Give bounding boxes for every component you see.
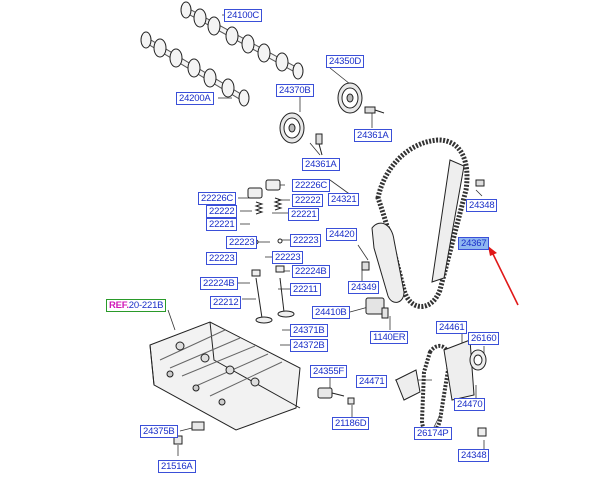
exhaust-camshaft xyxy=(180,1,304,80)
chain-guide xyxy=(431,159,465,283)
tensioner-body xyxy=(365,297,389,319)
part-label-22224b-right[interactable]: 22224B xyxy=(292,265,330,278)
part-label-24470[interactable]: 24470 xyxy=(454,398,486,411)
cam-sprocket-upper xyxy=(337,82,363,114)
part-label-24367-highlighted[interactable]: 24367 xyxy=(458,237,490,250)
part-label-24370b[interactable]: 24370B xyxy=(276,84,314,97)
part-label-22223-a[interactable]: 22223 xyxy=(226,236,258,249)
oil-pump-chain xyxy=(419,344,452,435)
part-label-22221-right[interactable]: 22221 xyxy=(288,208,320,221)
part-label-24410b[interactable]: 24410B xyxy=(312,306,350,319)
reference-label[interactable]: REF.20-221B xyxy=(106,299,167,312)
part-label-22223-b[interactable]: 22223 xyxy=(290,234,322,247)
chain-tensioner-arm xyxy=(371,222,405,303)
part-label-24375b[interactable]: 24375B xyxy=(140,425,178,438)
part-label-24471[interactable]: 24471 xyxy=(356,375,388,388)
part-label-24361a-upper[interactable]: 24361A xyxy=(354,129,392,142)
part-label-24200a[interactable]: 24200A xyxy=(176,92,214,105)
part-label-22226c-left[interactable]: 22226C xyxy=(198,192,237,205)
part-label-24349[interactable]: 24349 xyxy=(348,281,380,294)
part-label-24361a-lower[interactable]: 24361A xyxy=(302,158,340,171)
part-label-21186d[interactable]: 21186D xyxy=(332,417,370,430)
sprocket-bolts xyxy=(315,106,385,156)
cam-sprocket-lower xyxy=(279,112,305,144)
part-label-21516a[interactable]: 21516A xyxy=(158,460,196,473)
part-label-22223-d[interactable]: 22223 xyxy=(272,251,304,264)
cylinder-head xyxy=(149,321,301,431)
part-label-22221-left[interactable]: 22221 xyxy=(206,218,238,231)
part-label-22211[interactable]: 22211 xyxy=(290,283,321,296)
part-label-22224b-left[interactable]: 22224B xyxy=(200,277,238,290)
part-label-26174p[interactable]: 26174P xyxy=(414,427,452,440)
part-label-24348-lower[interactable]: 24348 xyxy=(458,449,490,462)
part-label-22222-left[interactable]: 22222 xyxy=(206,205,238,218)
part-label-24420[interactable]: 24420 xyxy=(326,228,358,241)
part-label-24355f[interactable]: 24355F xyxy=(310,365,348,378)
plug-bolt xyxy=(173,421,205,445)
reference-number: 20-221B xyxy=(128,300,164,311)
oil-pump-tensioner xyxy=(395,339,487,437)
part-label-24371b[interactable]: 24371B xyxy=(290,324,328,337)
guide-bolts xyxy=(361,179,485,271)
part-label-26160[interactable]: 26160 xyxy=(468,332,500,345)
part-label-24461[interactable]: 24461 xyxy=(436,321,468,334)
intake-camshaft xyxy=(140,31,250,107)
part-label-22223-c[interactable]: 22223 xyxy=(206,252,238,265)
part-label-24372b[interactable]: 24372B xyxy=(290,339,328,352)
reference-prefix: REF. xyxy=(109,300,129,311)
part-label-24350d[interactable]: 24350D xyxy=(326,55,365,68)
part-label-22212[interactable]: 22212 xyxy=(210,296,242,309)
red-arrow xyxy=(488,246,519,306)
part-label-24321[interactable]: 24321 xyxy=(328,193,360,206)
part-label-22222-right[interactable]: 22222 xyxy=(292,194,324,207)
part-label-22226c-right[interactable]: 22226C xyxy=(292,179,331,192)
part-label-24100c[interactable]: 24100C xyxy=(224,9,263,22)
part-label-24348-upper[interactable]: 24348 xyxy=(466,199,498,212)
part-label-1140er[interactable]: 1140ER xyxy=(370,331,409,344)
cam-sensor xyxy=(317,387,355,405)
